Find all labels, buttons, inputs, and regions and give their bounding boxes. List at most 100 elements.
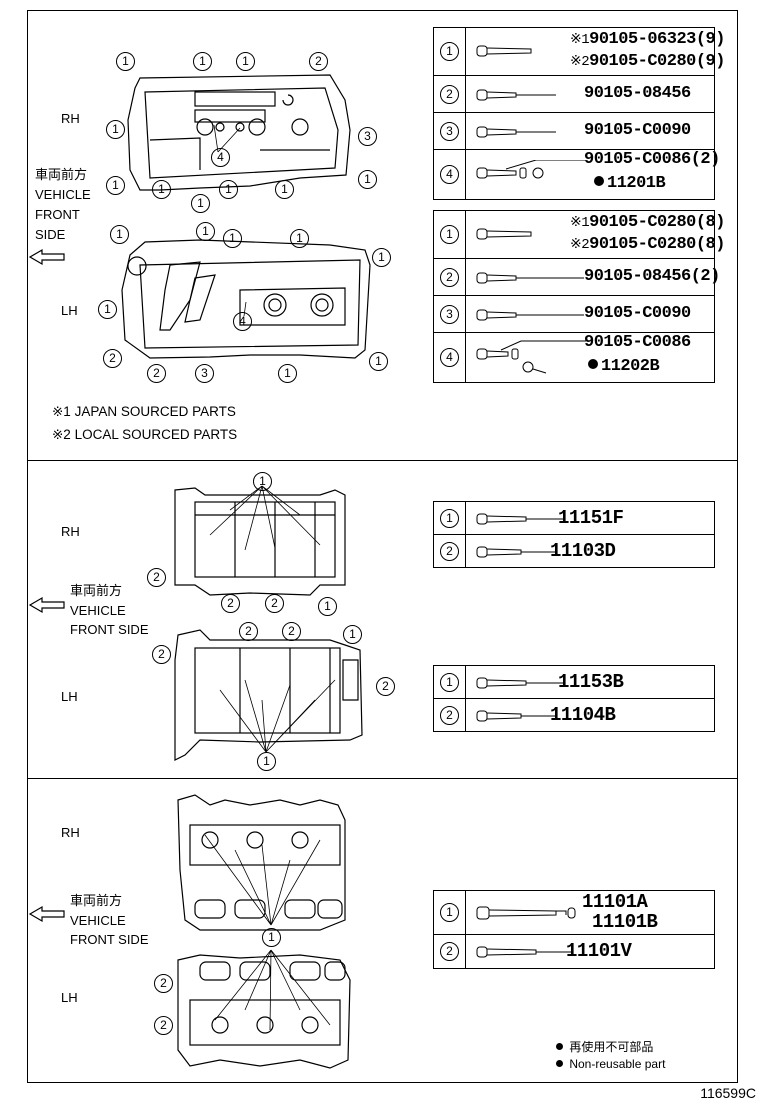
- part-number: 11101V: [566, 940, 632, 962]
- part-number: 90105-C0280(8): [589, 213, 725, 232]
- callout-1: 1: [369, 352, 388, 371]
- bolt-icon: [476, 272, 584, 284]
- front-label-jp: 車両前方: [70, 583, 123, 598]
- bolt-washer-icon: [476, 340, 586, 374]
- callout-4: 4: [211, 148, 230, 167]
- row-number: 1: [440, 225, 459, 244]
- bolt-icon: [476, 309, 584, 321]
- bolt-icon: [476, 45, 532, 57]
- rh-cylinder-head-drawing: [177, 794, 346, 931]
- row-number: 1: [440, 508, 459, 528]
- figure-id: 116599C: [700, 1085, 756, 1101]
- callout-1: 1: [275, 180, 294, 199]
- lh-cylinder-head-drawing: [177, 954, 351, 1069]
- callout-1: 1: [193, 52, 212, 71]
- callout-1: 1: [110, 225, 129, 244]
- parts-table-cylinder-head: 1 11101A 11101B 2 11101V: [433, 890, 715, 969]
- bolt-icon: [476, 126, 556, 138]
- front-label-en1: VEHICLE: [35, 187, 91, 202]
- callout-2: 2: [221, 594, 240, 613]
- callout-2: 2: [147, 364, 166, 383]
- front-label-jp: 車両前方: [70, 893, 123, 908]
- callout-2: 2: [147, 568, 166, 587]
- row-number: 2: [440, 541, 459, 561]
- callout-1: 1: [318, 597, 337, 616]
- row-number: 4: [440, 348, 459, 367]
- rh-cam-housing-drawing: [174, 487, 346, 596]
- parts-table-rh-cover: 1 ※190105-06323(9) ※290105-C0280(9) 2 90…: [433, 27, 725, 200]
- callout-3: 3: [195, 364, 214, 383]
- bolt-icon: [476, 946, 571, 958]
- part-number: 11153B: [558, 671, 624, 693]
- bolt-icon: [476, 677, 564, 689]
- part-number: 11103D: [550, 540, 616, 562]
- callout-2: 2: [103, 349, 122, 368]
- part-number: 11101A: [582, 891, 648, 913]
- bolt-icon: [476, 228, 532, 240]
- callout-1: 1: [196, 222, 215, 241]
- note-local-sourced: ※2 LOCAL SOURCED PARTS: [52, 427, 238, 442]
- lh-cam-housing-drawing: [174, 629, 363, 761]
- callout-1: 1: [116, 52, 135, 71]
- front-label-en3: SIDE: [35, 227, 66, 242]
- row-number: 3: [440, 121, 459, 141]
- callout-1: 1: [358, 170, 377, 189]
- callout-2: 2: [376, 677, 395, 696]
- parts-table-lh-cam-housing: 1 11153B 2 11104B: [433, 665, 715, 732]
- row-number: 1: [440, 42, 459, 61]
- row-number: 1: [440, 903, 459, 922]
- mark-local: ※2: [570, 237, 590, 253]
- callout-4: 4: [233, 312, 252, 331]
- callout-1: 1: [223, 229, 242, 248]
- callout-2: 2: [154, 974, 173, 993]
- callout-1: 1: [106, 176, 125, 195]
- callout-3: 3: [358, 127, 377, 146]
- part-number: 90105-C0280(9): [589, 52, 725, 71]
- callout-1: 1: [372, 248, 391, 267]
- bolt-icon: [476, 89, 556, 101]
- legend-text-en: Non-reusable part: [569, 1057, 666, 1071]
- row-number: 2: [440, 84, 459, 104]
- lh-label: LH: [61, 990, 78, 1005]
- non-reusable-dot-icon: [588, 359, 598, 369]
- front-label-en2: FRONT SIDE: [70, 932, 149, 947]
- mark-japan: ※1: [570, 32, 590, 48]
- legend-text-jp: 再使用不可部品: [569, 1040, 654, 1054]
- rh-label: RH: [61, 524, 80, 539]
- row-number: 3: [440, 304, 459, 324]
- front-label-en2: FRONT SIDE: [70, 622, 149, 637]
- diagram-frame: [27, 10, 738, 1083]
- lh-label: LH: [61, 303, 78, 318]
- legend-non-reusable-en: Non-reusable part: [556, 1057, 665, 1071]
- callout-2: 2: [154, 1016, 173, 1035]
- mark-japan: ※1: [570, 215, 590, 231]
- part-number: 11202B: [601, 357, 660, 376]
- callout-1: 1: [106, 120, 125, 139]
- callout-2: 2: [282, 622, 301, 641]
- callout-1: 1: [191, 194, 210, 213]
- callout-2: 2: [239, 622, 258, 641]
- callout-1: 1: [152, 180, 171, 199]
- section-divider-2: [27, 778, 738, 779]
- row-number: 2: [440, 942, 459, 961]
- row-number: 1: [440, 672, 459, 692]
- part-number: 90105-08456: [584, 84, 691, 103]
- section-divider-1: [27, 460, 738, 461]
- part-number: 11201B: [607, 174, 666, 193]
- callout-2: 2: [309, 52, 328, 71]
- front-label-en2: FRONT: [35, 207, 80, 222]
- row-number: 4: [440, 165, 459, 184]
- bolt-icon: [476, 513, 564, 525]
- non-reusable-dot-icon: [594, 176, 604, 186]
- callout-1: 1: [219, 180, 238, 199]
- part-number: 90105-C0280(8): [589, 235, 725, 254]
- callout-2: 2: [152, 645, 171, 664]
- parts-table-lh-cover: 1 ※190105-C0280(8) ※290105-C0280(8) 2 90…: [433, 210, 725, 383]
- front-label-en1: VEHICLE: [70, 913, 126, 928]
- rh-head-cover-drawing: [127, 74, 351, 191]
- parts-table-rh-cam-housing: 1 11151F 2 11103D: [433, 501, 715, 568]
- row-number: 2: [440, 267, 459, 287]
- lh-label: LH: [61, 689, 78, 704]
- row-number: 2: [440, 705, 459, 725]
- callout-1: 1: [290, 229, 309, 248]
